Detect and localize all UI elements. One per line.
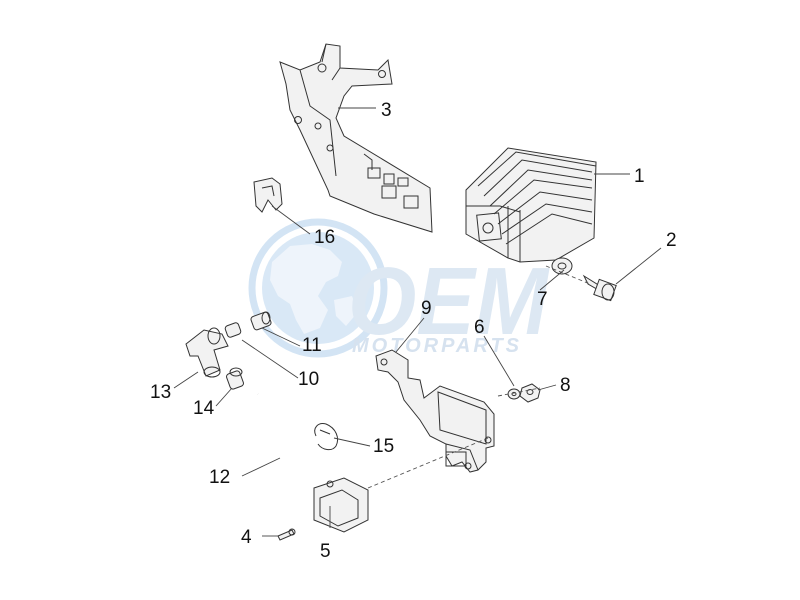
callout-13: 13	[150, 382, 171, 403]
callout-12: 12	[209, 467, 230, 488]
clamp-part	[314, 423, 339, 451]
callout-7: 7	[537, 289, 548, 310]
callout-16: 16	[314, 227, 335, 248]
bracket-part	[279, 43, 433, 233]
callout-9: 9	[421, 298, 432, 319]
callout-8: 8	[560, 375, 571, 396]
connector-part	[224, 311, 272, 338]
socket-box-part	[313, 477, 369, 533]
washer-part	[551, 257, 573, 275]
cap-part	[226, 367, 244, 390]
callout-3: 3	[381, 100, 392, 121]
lower-bracket-part	[375, 349, 495, 473]
callout-4: 4	[241, 527, 252, 548]
callout-15: 15	[373, 436, 394, 457]
cable-part	[256, 392, 325, 492]
elbow-connector-part	[185, 327, 229, 378]
clip-part	[253, 177, 283, 213]
watermark-subtext: MOTORPARTS	[352, 335, 522, 357]
bolt-part	[582, 274, 617, 302]
voltage-regulator	[465, 147, 597, 263]
globe-icon	[248, 218, 388, 358]
callout-2: 2	[666, 230, 677, 251]
callout-14: 14	[193, 398, 215, 419]
callout-6: 6	[474, 317, 485, 338]
watermark-logo: OEM	[348, 248, 550, 355]
screw-part	[277, 528, 296, 541]
callout-5: 5	[320, 541, 331, 562]
callout-1: 1	[634, 166, 645, 187]
assembly-lines	[367, 265, 591, 489]
callouts: 1 2 3 4 5 6 7 8 9 10 11 12 13 14 15 16	[150, 100, 677, 562]
callout-11: 11	[302, 335, 322, 356]
leader-lines	[173, 107, 662, 537]
callout-10: 10	[298, 369, 319, 390]
